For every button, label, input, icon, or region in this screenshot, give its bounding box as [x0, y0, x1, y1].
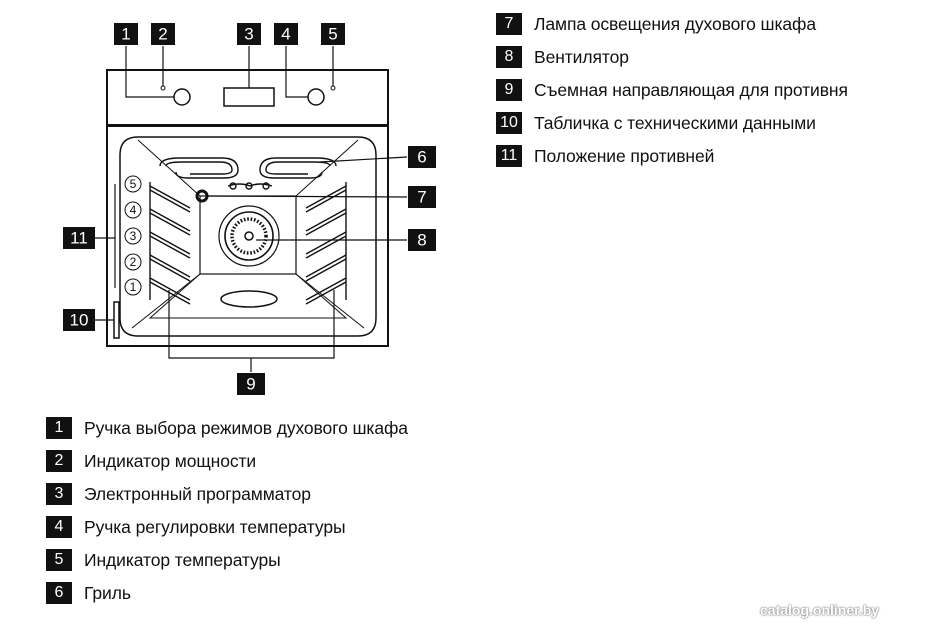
legend-label: Индикатор температуры	[84, 549, 281, 570]
oven-cavity	[119, 136, 377, 337]
temperature-indicator	[330, 85, 336, 91]
legend-item: 9 Съемная направляющая для противня	[496, 79, 848, 101]
mode-knob	[173, 88, 191, 106]
svg-text:7: 7	[417, 188, 426, 207]
svg-text:9: 9	[246, 375, 255, 394]
svg-text:8: 8	[417, 231, 426, 250]
legend-item: 6 Гриль	[46, 582, 408, 604]
legend-label: Гриль	[84, 582, 131, 603]
legend-number: 1	[46, 417, 72, 439]
callout-2: 2	[151, 23, 175, 45]
shelf-position-3: 3	[124, 227, 142, 245]
callout-8: 8	[408, 229, 436, 251]
shelf-position-2: 2	[124, 253, 142, 271]
cavity-back-wall	[199, 195, 297, 275]
svg-text:3: 3	[130, 229, 137, 243]
legend-item: 11 Положение противней	[496, 145, 848, 167]
callout-10: 10	[63, 309, 95, 331]
legend-item: 10 Табличка с техническими данными	[496, 112, 848, 134]
svg-text:5: 5	[130, 177, 137, 191]
legend-number: 2	[46, 450, 72, 472]
legend-item: 1 Ручка выбора режимов духового шкафа	[46, 417, 408, 439]
svg-text:2: 2	[130, 255, 137, 269]
callout-5: 5	[321, 23, 345, 45]
callout-3: 3	[237, 23, 261, 45]
shelf-positions: 5 4 3 2 1	[124, 175, 142, 296]
callout-1: 1	[114, 23, 138, 45]
legend-label: Положение противней	[534, 145, 715, 166]
legend-top: 7 Лампа освещения духового шкафа 8 Вентиля…	[496, 13, 848, 178]
legend-label: Ручка регулировки температуры	[84, 516, 346, 537]
legend-number: 11	[496, 145, 522, 167]
svg-text:2: 2	[158, 25, 167, 44]
shelf-position-5: 5	[124, 175, 142, 193]
svg-text:1: 1	[121, 25, 130, 44]
oven-body	[106, 125, 389, 347]
svg-text:1: 1	[130, 280, 137, 294]
legend-number: 5	[46, 549, 72, 571]
callout-9: 9	[237, 373, 265, 395]
legend-label: Лампа освещения духового шкафа	[534, 13, 816, 34]
right-shelf-rails	[305, 182, 347, 305]
watermark: catalog.onliner.by	[760, 602, 880, 618]
legend-label: Электронный программатор	[84, 483, 311, 504]
programmer-display	[223, 87, 275, 107]
legend-number: 7	[496, 13, 522, 35]
callout-4: 4	[274, 23, 298, 45]
svg-text:4: 4	[130, 203, 137, 217]
svg-text:4: 4	[281, 25, 290, 44]
temperature-knob	[307, 88, 325, 106]
legend-item: 2 Индикатор мощности	[46, 450, 408, 472]
svg-text:6: 6	[417, 148, 426, 167]
legend-item: 7 Лампа освещения духового шкафа	[496, 13, 848, 35]
legend-label: Индикатор мощности	[84, 450, 257, 471]
legend-number: 3	[46, 483, 72, 505]
callout-7: 7	[408, 186, 436, 208]
legend-label: Ручка выбора режимов духового шкафа	[84, 417, 408, 438]
cavity-floor-element	[220, 290, 278, 308]
cavity-edges	[131, 139, 365, 329]
power-indicator	[160, 85, 166, 91]
legend-item: 8 Вентилятор	[496, 46, 848, 68]
legend-label: Съемная направляющая для противня	[534, 79, 848, 100]
legend-number: 4	[46, 516, 72, 538]
fan-icon	[218, 205, 280, 267]
svg-text:10: 10	[70, 311, 89, 330]
legend-label: Вентилятор	[534, 46, 629, 67]
shelf-position-4: 4	[124, 201, 142, 219]
leader-lines	[95, 46, 408, 372]
callout-11: 11	[63, 227, 95, 249]
legend-number: 10	[496, 112, 522, 134]
legend-number: 6	[46, 582, 72, 604]
grill-element	[159, 157, 337, 190]
legend-number: 8	[496, 46, 522, 68]
legend-item: 5 Индикатор температуры	[46, 549, 408, 571]
svg-text:5: 5	[328, 25, 337, 44]
shelf-position-1: 1	[124, 278, 142, 296]
legend-label: Табличка с техническими данными	[534, 112, 816, 133]
left-shelf-rails	[149, 182, 191, 305]
oven-lamp	[195, 189, 209, 203]
legend-item: 3 Электронный программатор	[46, 483, 408, 505]
legend-item: 4 Ручка регулировки температуры	[46, 516, 408, 538]
svg-text:11: 11	[70, 229, 88, 248]
svg-text:3: 3	[244, 25, 253, 44]
callout-6: 6	[408, 146, 436, 168]
legend-number: 9	[496, 79, 522, 101]
rating-plate	[113, 301, 120, 339]
